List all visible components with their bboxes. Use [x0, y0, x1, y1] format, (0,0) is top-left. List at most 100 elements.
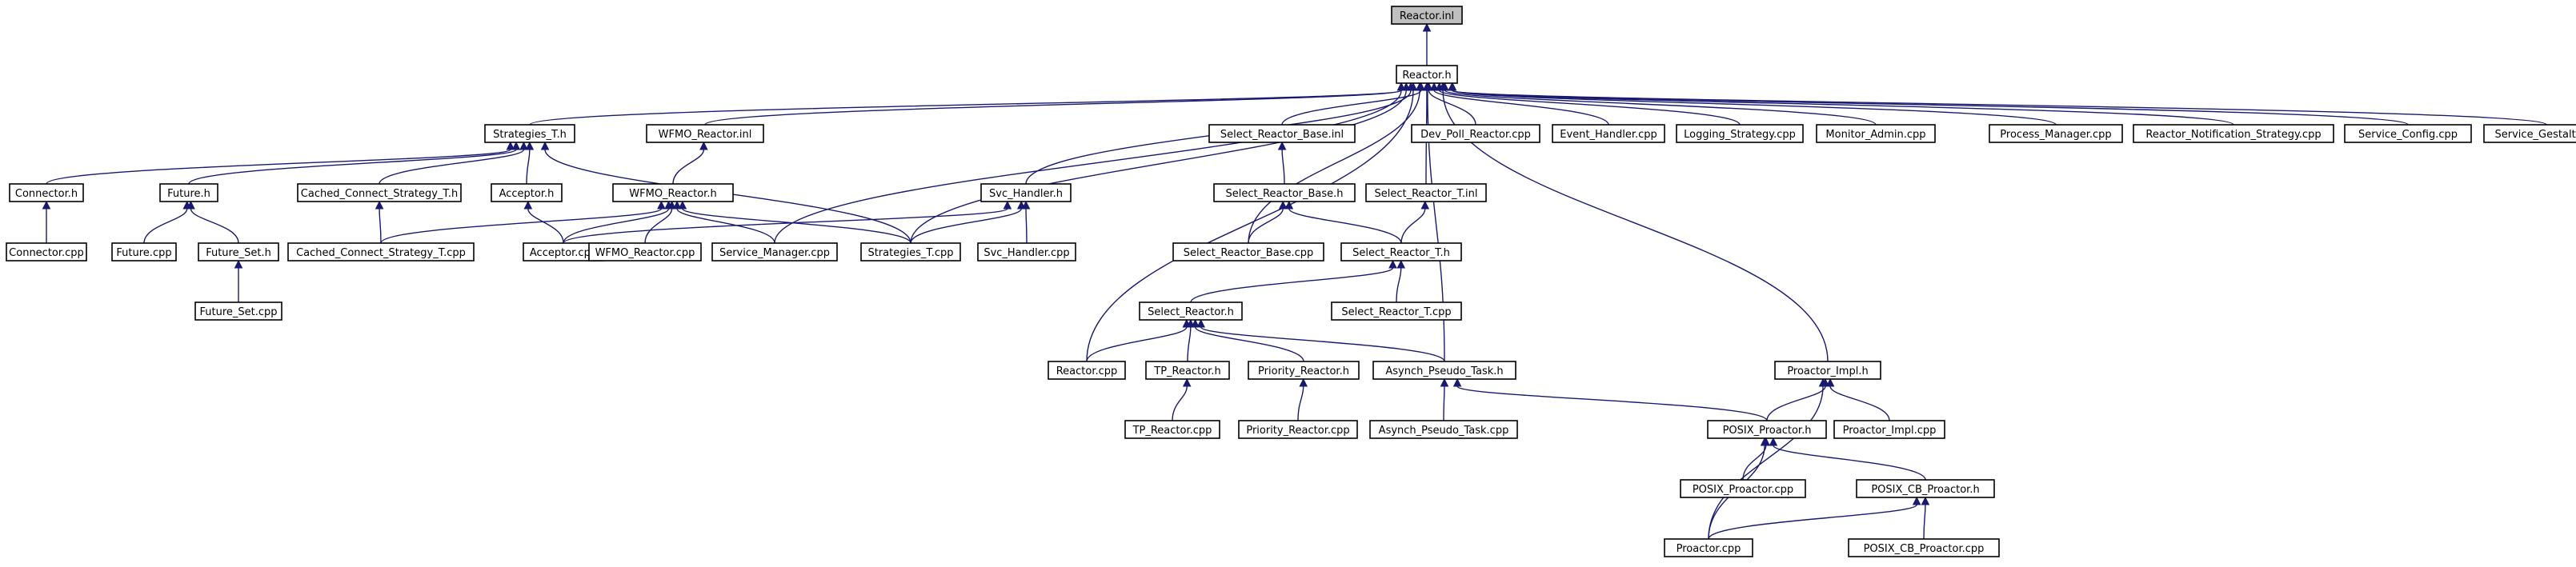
node-select-reactor-base-h[interactable]: Select_Reactor_Base.h: [1213, 183, 1356, 202]
node-label: Connector.cpp: [9, 247, 84, 259]
edge-posix_proactor_h-to-proactor_impl_h: [1766, 385, 1826, 421]
node-future-set-h[interactable]: Future_Set.h: [198, 242, 279, 262]
node-select-reactor-t-cpp[interactable]: Select_Reactor_T.cpp: [1331, 301, 1462, 321]
node-wfmo-reactor-h[interactable]: WFMO_Reactor.h: [612, 183, 734, 202]
node-label: Select_Reactor_Base.cpp: [1184, 247, 1314, 259]
node-box: [588, 242, 702, 262]
arrowhead-acceptor_cpp-to-acceptor_h: [523, 200, 533, 210]
node-tp-reactor-cpp[interactable]: TP_Reactor.cpp: [1124, 420, 1220, 439]
node-acceptor-cpp[interactable]: Acceptor.cpp: [523, 242, 604, 262]
edge-reactor_cpp-to-reactor_h: [1086, 90, 1414, 362]
node-label: Proactor.cpp: [1677, 543, 1741, 555]
node-box: [194, 301, 282, 321]
node-box: [1372, 361, 1516, 380]
edge-posix_proactor_cpp-to-posix_proactor_h: [1742, 445, 1767, 481]
node-proactor-impl-cpp[interactable]: Proactor_Impl.cpp: [1833, 420, 1945, 439]
edge-proactor_cpp-to-posix_cb_proactor_h: [1708, 504, 1917, 540]
arrowhead-strategies_t_cpp-to-strategies_t_h: [540, 141, 550, 150]
node-future-set-cpp[interactable]: Future_Set.cpp: [194, 301, 282, 321]
node-service-gestalt-cpp[interactable]: Service_Gestalt.cpp: [2483, 124, 2576, 143]
node-box: [491, 183, 563, 202]
node-future-h[interactable]: Future.h: [159, 183, 218, 202]
node-priority-reactor-cpp[interactable]: Priority_Reactor.cpp: [1238, 420, 1358, 439]
node-strategies-t-h[interactable]: Strategies_T.h: [484, 124, 575, 143]
node-label: Future_Set.h: [206, 247, 271, 259]
node-label: Service_Config.cpp: [2358, 129, 2458, 141]
node-box: [1411, 124, 1540, 143]
edge-wfmo_reactor_h-to-wfmo_reactor_inl: [672, 149, 705, 185]
node-box: [1676, 124, 1804, 143]
edge-select_reactor_t_h-to-select_reactor_base_h: [1288, 208, 1402, 244]
node-asynch-pseudo-task-h[interactable]: Asynch_Pseudo_Task.h: [1372, 361, 1516, 380]
node-select-reactor-t-inl[interactable]: Select_Reactor_T.inl: [1365, 183, 1487, 202]
node-label: Proactor_Impl.h: [1787, 365, 1868, 377]
node-cached-connect-strategy-t-cpp[interactable]: Cached_Connect_Strategy_T.cpp: [287, 242, 475, 262]
edge-service_manager_cpp-to-wfmo_reactor_h: [676, 208, 775, 244]
edge-monitor_admin_cpp-to-reactor_h: [1444, 90, 1877, 126]
node-acceptor-h[interactable]: Acceptor.h: [491, 183, 563, 202]
node-label: Cached_Connect_Strategy_T.h: [301, 188, 458, 200]
arrowhead-cached_connect_strategy_t_h-to-strategies_t_h: [519, 141, 528, 150]
node-select-reactor-base-cpp[interactable]: Select_Reactor_Base.cpp: [1172, 242, 1324, 262]
node-reactor-inl[interactable]: Reactor.inl: [1391, 6, 1463, 25]
node-connector-h[interactable]: Connector.h: [9, 183, 84, 202]
node-label: Select_Reactor_T.h: [1352, 247, 1450, 259]
node-box: [711, 242, 838, 262]
arrowhead-strategies_t_cpp-to-wfmo_reactor_h: [678, 200, 687, 210]
node-connector-cpp[interactable]: Connector.cpp: [6, 242, 87, 262]
node-future-cpp[interactable]: Future.cpp: [111, 242, 177, 262]
node-reactor-h[interactable]: Reactor.h: [1396, 65, 1458, 84]
node-box: [1213, 183, 1356, 202]
node-posix-cb-proactor-cpp[interactable]: POSIX_CB_Proactor.cpp: [1848, 538, 2000, 557]
arrowhead-proactor_cpp-to-posix_cb_proactor_h: [1912, 496, 1921, 505]
edge-cached_connect_strategy_t_cpp-to-wfmo_reactor_h: [380, 208, 663, 244]
node-box: [1139, 301, 1243, 321]
node-select-reactor-base-inl[interactable]: Select_Reactor_Base.inl: [1208, 124, 1356, 143]
node-reactor-cpp[interactable]: Reactor.cpp: [1048, 361, 1126, 380]
node-label: Connector.h: [15, 188, 78, 200]
node-proactor-impl-h[interactable]: Proactor_Impl.h: [1774, 361, 1881, 380]
node-box: [1124, 420, 1220, 439]
arrowhead-priority_reactor_h-to-select_reactor_h: [1191, 318, 1200, 328]
node-label: Select_Reactor_Base.h: [1225, 188, 1343, 200]
node-service-manager-cpp[interactable]: Service_Manager.cpp: [711, 242, 838, 262]
edge-tp_reactor_h-to-select_reactor_h: [1187, 326, 1192, 362]
node-wfmo-reactor-inl[interactable]: WFMO_Reactor.inl: [646, 124, 764, 143]
node-svc-handler-h[interactable]: Svc_Handler.h: [980, 183, 1072, 202]
node-asynch-pseudo-task-cpp[interactable]: Asynch_Pseudo_Task.cpp: [1369, 420, 1518, 439]
edge-wfmo_reactor_cpp-to-wfmo_reactor_h: [644, 208, 673, 244]
node-label: Logging_Strategy.cpp: [1684, 129, 1796, 141]
node-label: POSIX_CB_Proactor.h: [1871, 484, 1979, 496]
node-posix-proactor-h[interactable]: POSIX_Proactor.h: [1707, 420, 1827, 439]
node-svc-handler-cpp[interactable]: Svc_Handler.cpp: [977, 242, 1076, 262]
edge-select_reactor_t_h-to-select_reactor_t_inl: [1400, 208, 1426, 244]
node-proactor-cpp[interactable]: Proactor.cpp: [1664, 538, 1753, 557]
node-logging-strategy-cpp[interactable]: Logging_Strategy.cpp: [1676, 124, 1804, 143]
node-event-handler-cpp[interactable]: Event_Handler.cpp: [1552, 124, 1665, 143]
node-box: [2344, 124, 2472, 143]
edge-dev_poll_reactor_cpp-to-reactor_h: [1428, 90, 1476, 126]
node-select-reactor-h[interactable]: Select_Reactor.h: [1139, 301, 1243, 321]
node-box: [1238, 420, 1358, 439]
node-tp-reactor-h[interactable]: TP_Reactor.h: [1145, 361, 1230, 380]
edge-select_reactor_h-to-select_reactor_t_h: [1190, 267, 1394, 303]
node-cached-connect-strategy-t-h[interactable]: Cached_Connect_Strategy_T.h: [297, 183, 462, 202]
node-posix-proactor-cpp[interactable]: POSIX_Proactor.cpp: [1680, 479, 1806, 498]
arrowhead-select_reactor_base_cpp-to-select_reactor_base_h: [1278, 200, 1288, 210]
node-priority-reactor-h[interactable]: Priority_Reactor.h: [1248, 361, 1360, 380]
node-select-reactor-t-h[interactable]: Select_Reactor_T.h: [1340, 242, 1462, 262]
node-service-config-cpp[interactable]: Service_Config.cpp: [2344, 124, 2472, 143]
node-wfmo-reactor-cpp[interactable]: WFMO_Reactor.cpp: [588, 242, 702, 262]
arrowhead-future_set_cpp-to-future_set_h: [234, 259, 243, 269]
node-reactor-notification-strategy-cpp[interactable]: Reactor_Notification_Strategy.cpp: [2133, 124, 2334, 143]
node-label: POSIX_CB_Proactor.cpp: [1864, 543, 1985, 555]
node-monitor-admin-cpp[interactable]: Monitor_Admin.cpp: [1816, 124, 1936, 143]
node-label: TP_Reactor.h: [1153, 365, 1220, 377]
node-strategies-t-cpp[interactable]: Strategies_T.cpp: [860, 242, 961, 262]
node-process-manager-cpp[interactable]: Process_Manager.cpp: [1989, 124, 2123, 143]
node-posix-cb-proactor-h[interactable]: POSIX_CB_Proactor.h: [1856, 479, 1995, 498]
edge-wfmo_reactor_inl-to-reactor_h: [704, 90, 1402, 126]
node-dev-poll-reactor-cpp[interactable]: Dev_Poll_Reactor.cpp: [1411, 124, 1540, 143]
node-label: Priority_Reactor.cpp: [1246, 425, 1349, 437]
node-box: [977, 242, 1076, 262]
